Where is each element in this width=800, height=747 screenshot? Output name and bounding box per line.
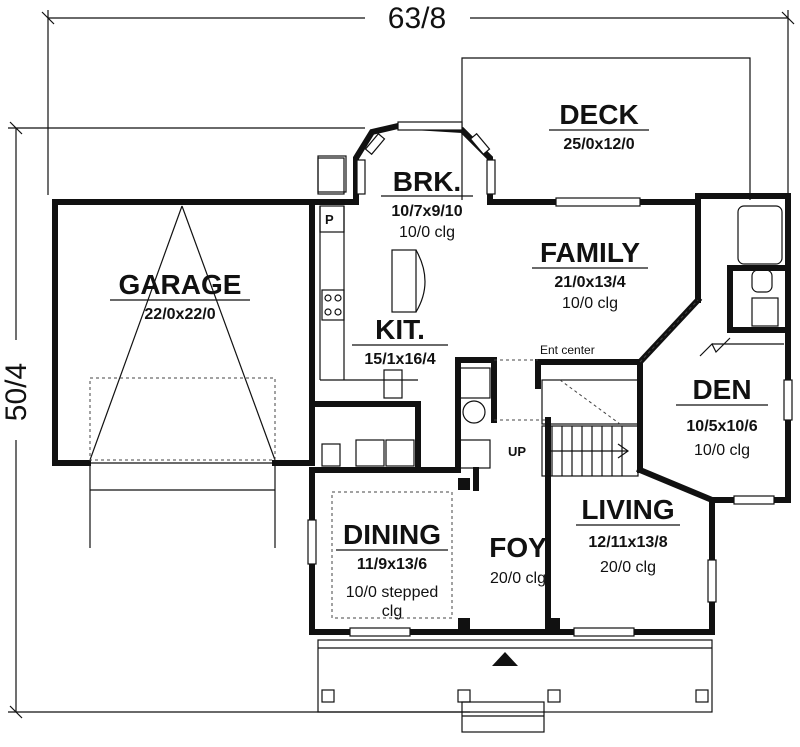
powder-room-fixtures	[459, 367, 491, 469]
bath-fixtures	[699, 205, 784, 357]
ceiling-outlines	[331, 299, 699, 619]
room-dims-living: 12/11x13/8	[588, 534, 667, 551]
room-dims-kit: 15/1x16/4	[364, 351, 435, 368]
room-garage: GARAGE 22/0x22/0	[110, 269, 250, 323]
room-brk: BRK. 10/7x9/10 10/0 clg	[381, 166, 473, 241]
entry-arrow	[492, 652, 518, 666]
room-name-garage: GARAGE	[119, 269, 242, 300]
windows	[307, 197, 793, 637]
room-foy: FOY 20/0 clg	[489, 532, 547, 587]
room-clg-living: 20/0 clg	[600, 559, 656, 576]
toilet	[751, 269, 773, 293]
room-family: FAMILY 21/0x13/4 10/0 clg	[532, 237, 648, 312]
room-name-family: FAMILY	[540, 237, 640, 268]
vanity	[751, 297, 779, 327]
interior-walls	[309, 199, 791, 635]
pantry-label: P	[325, 212, 334, 227]
room-dining: DINING 11/9x13/6 10/0 stepped clg	[336, 519, 448, 620]
room-deck: DECK 25/0x12/0	[549, 99, 649, 153]
front-porch	[317, 639, 713, 733]
room-clg-den: 10/0 clg	[694, 442, 750, 459]
kitchen-island	[391, 249, 417, 313]
room-dims-brk: 10/7x9/10	[391, 203, 462, 220]
columns	[458, 478, 560, 630]
breakfast-bay-window	[356, 121, 496, 195]
room-dims-garage: 22/0x22/0	[144, 306, 215, 323]
overall-depth-label: 50/4	[0, 363, 33, 421]
room-name-dining: DINING	[343, 519, 441, 550]
laundry-sink	[321, 443, 341, 467]
range	[321, 289, 345, 321]
stairs	[541, 379, 639, 477]
room-clg-dining-line2: clg	[382, 603, 402, 620]
room-den: DEN 10/5x10/6 10/0 clg	[676, 374, 768, 459]
washer	[355, 439, 385, 467]
room-kit: KIT. 15/1x16/4	[352, 314, 448, 368]
garage-exterior-stoop	[317, 157, 345, 195]
room-dims-deck: 25/0x12/0	[563, 136, 634, 153]
stairs-up-label: UP	[508, 444, 526, 459]
room-clg-dining-line1: 10/0 stepped	[346, 584, 439, 601]
overall-width-dimension: 63/8	[41, 2, 795, 195]
room-living: LIVING 12/11x13/8 20/0 clg	[576, 494, 680, 576]
room-dims-den: 10/5x10/6	[686, 418, 757, 435]
refrigerator	[383, 369, 403, 399]
bathtub	[737, 205, 783, 265]
overall-width-label: 63/8	[388, 2, 446, 35]
room-dims-dining: 11/9x13/6	[357, 556, 427, 573]
room-clg-brk: 10/0 clg	[399, 224, 455, 241]
kitchen-fixtures: P	[317, 155, 426, 467]
chimney-box	[317, 155, 347, 193]
garage	[52, 157, 345, 548]
room-name-brk: BRK.	[393, 166, 461, 197]
room-name-den: DEN	[692, 374, 751, 405]
room-name-deck: DECK	[559, 99, 638, 130]
room-clg-family: 10/0 clg	[562, 295, 618, 312]
room-clg-foy: 20/0 clg	[490, 570, 546, 587]
ent-center-label: Ent center	[540, 343, 595, 357]
room-name-kit: KIT.	[375, 314, 425, 345]
pantry	[319, 205, 345, 233]
room-name-foy: FOY	[489, 532, 547, 563]
room-name-living: LIVING	[581, 494, 674, 525]
dryer	[385, 439, 415, 467]
room-dims-family: 21/0x13/4	[554, 274, 625, 291]
